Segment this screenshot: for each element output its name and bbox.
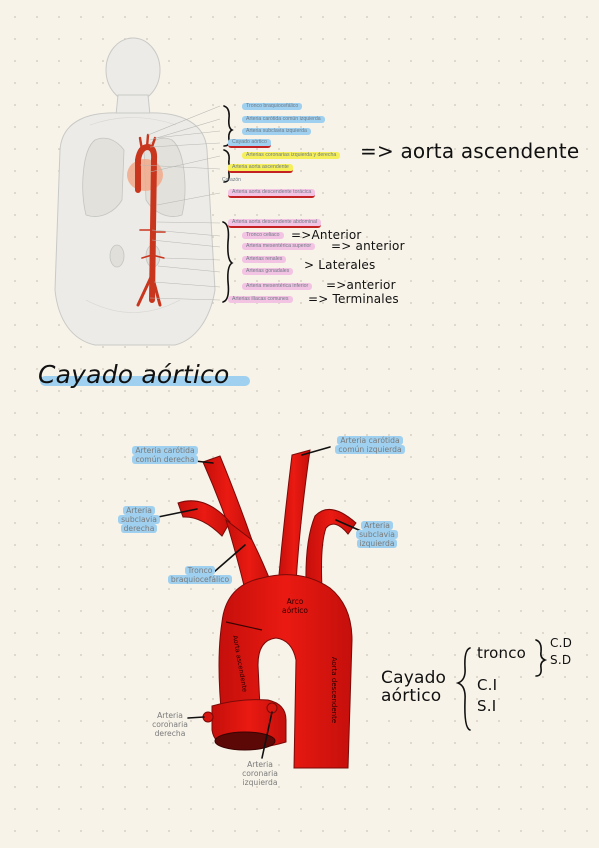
vessel-arco-aortico	[218, 574, 353, 769]
summary-title-1: Cayado	[381, 668, 447, 688]
note-anterior-3: =>anterior	[326, 278, 396, 292]
label-aorta-abdominal: Arteria aorta descendente abdominal	[228, 219, 322, 228]
summary-si: S.I	[477, 697, 497, 715]
label-corazon: Corazón	[222, 177, 241, 183]
label-cayado-aortico: Cayado aórtico	[228, 139, 271, 148]
label-mesenterica-superior: Arteria mesentérica superior	[242, 243, 316, 250]
note-laterales: > Laterales	[304, 258, 376, 272]
label-carotida-izquierda: Arteria carótidacomún izquierda	[325, 436, 415, 454]
section-title: Cayado aórtico	[38, 360, 230, 389]
vessel-label-arco-2: aórtico	[282, 606, 308, 615]
note-terminales: => Terminales	[308, 292, 399, 306]
summary-sd: S.D	[550, 653, 572, 667]
vessel-carotida-izquierda	[277, 449, 311, 586]
label-tronco-braquiocefalico: Tronco braquiocefálico	[242, 103, 303, 110]
label-subclavia-izquierda: Arteria subclavia izquierda	[242, 128, 311, 135]
note-anterior-2: => anterior	[331, 239, 405, 253]
label-tronco-braquiocefalico-arch: Troncobraquiocefálico	[160, 566, 240, 584]
label-gonadales: Arterias gonadales	[242, 268, 294, 275]
title-highlight	[40, 376, 250, 386]
vessel-carotida-derecha	[202, 455, 253, 549]
vessel-label-arco-1: Arco	[287, 597, 304, 606]
label-carotida-derecha: Arteria carótidacomún derecha	[120, 446, 210, 464]
label-renales: Arterias renales	[242, 256, 287, 263]
label-mesenterica-inferior: Arteria mesentérica inferior	[242, 283, 313, 290]
label-subclavia-derecha: Arteriasubclaviaderecha	[114, 506, 164, 533]
label-tronco-celiaco: Tronco celiaco	[242, 232, 284, 239]
label-carotida-izquierda: Arteria carótida común izquierda	[242, 116, 325, 123]
summary-title-2: aórtico	[381, 686, 442, 706]
vessel-label-ascendente: Aorta ascendente	[231, 635, 249, 693]
summary-ci: C.I	[477, 676, 498, 694]
body-anatomy-illustration	[54, 37, 234, 346]
vessel-subclavia-izquierda	[305, 508, 357, 589]
label-aorta-ascendente: Arteria aorta ascendente	[228, 164, 293, 173]
heart-shape	[127, 159, 163, 191]
label-aorta-toracica: Arteria aorta descendente torácica	[228, 189, 316, 198]
label-iliacas-comunes: Arterias ilíacas comunes	[228, 296, 293, 303]
note-aorta-ascendente: => aorta ascendente	[360, 139, 580, 163]
vessel-label-descendente: Aorta descendente	[330, 657, 338, 723]
brace-bottom	[222, 221, 234, 303]
note-anterior-1: =>Anterior	[291, 228, 362, 242]
vessel-subclavia-derecha	[177, 500, 231, 537]
summary-tronco: tronco	[477, 644, 527, 662]
vessel-aorta-ascendente	[211, 699, 287, 749]
aortic-root-opening	[214, 731, 276, 751]
summary-cd: C.D	[550, 636, 573, 650]
label-subclavia-izquierda: Arteriasubclaviaizquierda	[350, 521, 404, 548]
label-coronarias: Arterias coronarias izquierda y derecha	[242, 152, 341, 159]
